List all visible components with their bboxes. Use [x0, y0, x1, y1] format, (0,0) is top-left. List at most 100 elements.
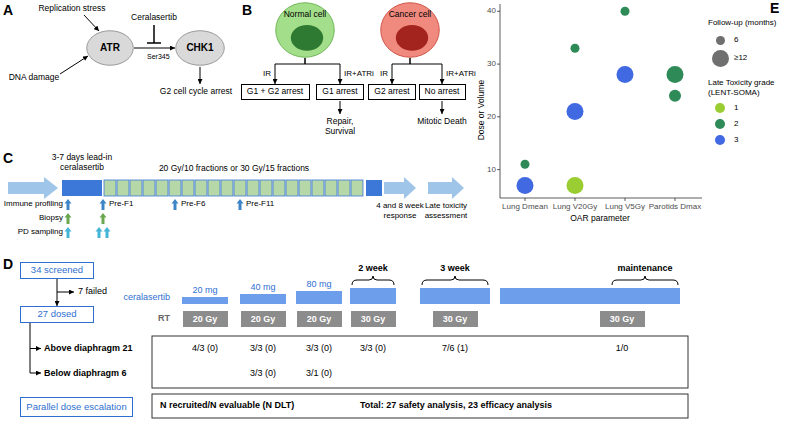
rt-dose-box: 30 Gy	[433, 311, 478, 327]
outcome-box: No arrest	[419, 84, 466, 100]
table-cell: 3/3 (0)	[360, 343, 386, 353]
duration-braces	[352, 276, 394, 285]
node-text: G1 + G2 arrest	[247, 87, 303, 97]
axis-tick-label: 30	[487, 59, 496, 68]
dose-label: 80 mg	[306, 279, 331, 289]
table-heading: 2 week	[358, 263, 388, 274]
table-cell: 7 failed	[78, 286, 107, 297]
inhibition-bar	[153, 25, 155, 43]
dose-label: 20 mg	[192, 285, 217, 295]
node-text: 27 dosed	[37, 309, 76, 320]
axis-tick-label: 20	[487, 112, 496, 121]
node-text: 20 Gy	[193, 314, 218, 324]
edge-label: IR	[262, 69, 272, 79]
legend-title: Late Toxicity grade (LENT-SOMA)	[708, 78, 788, 97]
axis-tick-label: 30	[487, 59, 496, 69]
pathway-arrows	[200, 67, 201, 84]
cell-nucleus	[396, 25, 428, 51]
axis-tick-label: Lung V20Gy	[553, 202, 597, 211]
outcome-box: G2 arrest	[368, 84, 416, 100]
edge-label: IR	[263, 69, 271, 78]
edge-label: IR	[380, 69, 388, 78]
annotation-text: DNA damage	[9, 72, 60, 82]
annotation-text: Mitotic Death	[416, 116, 468, 126]
pathway-arrows	[84, 15, 99, 31]
axis-tick-label: Lung V5Gy	[605, 202, 645, 211]
table-cell: 3/3 (0)	[360, 343, 386, 354]
sampling-arrows	[96, 227, 103, 238]
inhibition-bar	[147, 25, 161, 43]
annotation-text: Ceralasertib	[131, 12, 177, 22]
dose-label: 80 mg	[306, 279, 331, 290]
axis-tick-label: Parotids Dmax	[649, 202, 701, 212]
annotation-text: Repair, Survival	[314, 116, 366, 136]
rt-dose-box: 20 Gy	[183, 311, 228, 327]
sampling-arrows	[65, 199, 72, 210]
row-label: RT	[158, 313, 170, 323]
node-outline	[381, 3, 440, 58]
legend-title: Follow-up (months)	[708, 18, 776, 27]
flow-box: 27 dosed	[20, 306, 94, 323]
timeline	[384, 177, 416, 199]
fraction-squares	[286, 180, 298, 196]
table-cell: 3/3 (0)	[250, 343, 276, 354]
fraction-squares	[221, 180, 233, 196]
table-cell: 7 failed	[78, 286, 107, 296]
bubble-points	[617, 66, 634, 83]
sampling-arrows	[100, 199, 107, 210]
fraction-squares	[208, 180, 220, 196]
node-text: Parallel dose escalation	[26, 402, 126, 413]
bubble-points	[669, 90, 681, 102]
duration-braces	[612, 276, 678, 285]
dose-bars	[296, 291, 342, 304]
annotation-text: Replication stress	[38, 3, 105, 13]
panel-letter: E	[770, 0, 779, 16]
legend-size-sample	[716, 36, 725, 45]
annotation-text: Mitotic Death	[417, 116, 467, 126]
node-text: 30 Gy	[610, 314, 635, 324]
timeline-label: 3-7 days lead-in ceralasertib	[40, 152, 124, 172]
legend-text: ≥12	[734, 53, 747, 63]
fraction-squares	[234, 180, 246, 196]
node-text: Cancer cell	[389, 10, 432, 20]
dose-bars	[350, 288, 396, 304]
timeline-label: 20 Gy/10 fractions or 30 Gy/15 fractions	[159, 163, 309, 173]
fraction-squares	[143, 180, 155, 196]
axis-tick-label: Lung Dmean	[502, 202, 548, 212]
panel-letter: D	[3, 256, 13, 272]
panel-letter: D	[3, 256, 13, 273]
chart-axes	[500, 198, 702, 199]
connector-arrow	[305, 58, 340, 84]
timeline-label: 20 Gy/10 fractions or 30 Gy/15 fractions	[159, 163, 309, 173]
timeline	[428, 177, 464, 199]
axis-tick-label: 40	[487, 6, 496, 15]
panel-letter: B	[242, 2, 252, 19]
axis-tick-label: Lung V20Gy	[553, 202, 597, 212]
rt-dose-box: 20 Gy	[297, 311, 342, 327]
dose-label: 20 mg	[192, 285, 217, 296]
connector-arrow	[275, 58, 305, 84]
dose-bars	[500, 288, 680, 304]
timeline-label: PD sampling	[18, 227, 63, 236]
bubble-points	[571, 44, 580, 53]
dose-label: 40 mg	[250, 282, 275, 293]
legend-swatch	[715, 135, 725, 145]
flow-branches	[30, 373, 41, 374]
node-outline	[276, 3, 335, 58]
axis-tick-label: Parotids Dmax	[649, 202, 701, 211]
node-text: CHK1	[186, 42, 213, 54]
table-heading: 3 week	[440, 263, 470, 273]
edge-label: IR+ATRi	[446, 69, 476, 78]
table-heading: maintenance	[617, 263, 672, 273]
timeline-label: Pre-F1	[109, 199, 133, 208]
panel-letter: A	[3, 2, 13, 19]
chart-axes	[525, 198, 526, 201]
outcome-arrows	[340, 101, 442, 114]
axis-tick-label: Lung Dmean	[502, 202, 548, 211]
axis-title: Dose or Volume	[476, 80, 486, 140]
legend-text: 3	[734, 135, 738, 145]
row-label: RT	[158, 313, 170, 324]
timeline-label: Pre-F11	[246, 199, 274, 208]
timeline-label: Immune profiling	[4, 199, 63, 209]
fraction-squares	[104, 180, 363, 196]
